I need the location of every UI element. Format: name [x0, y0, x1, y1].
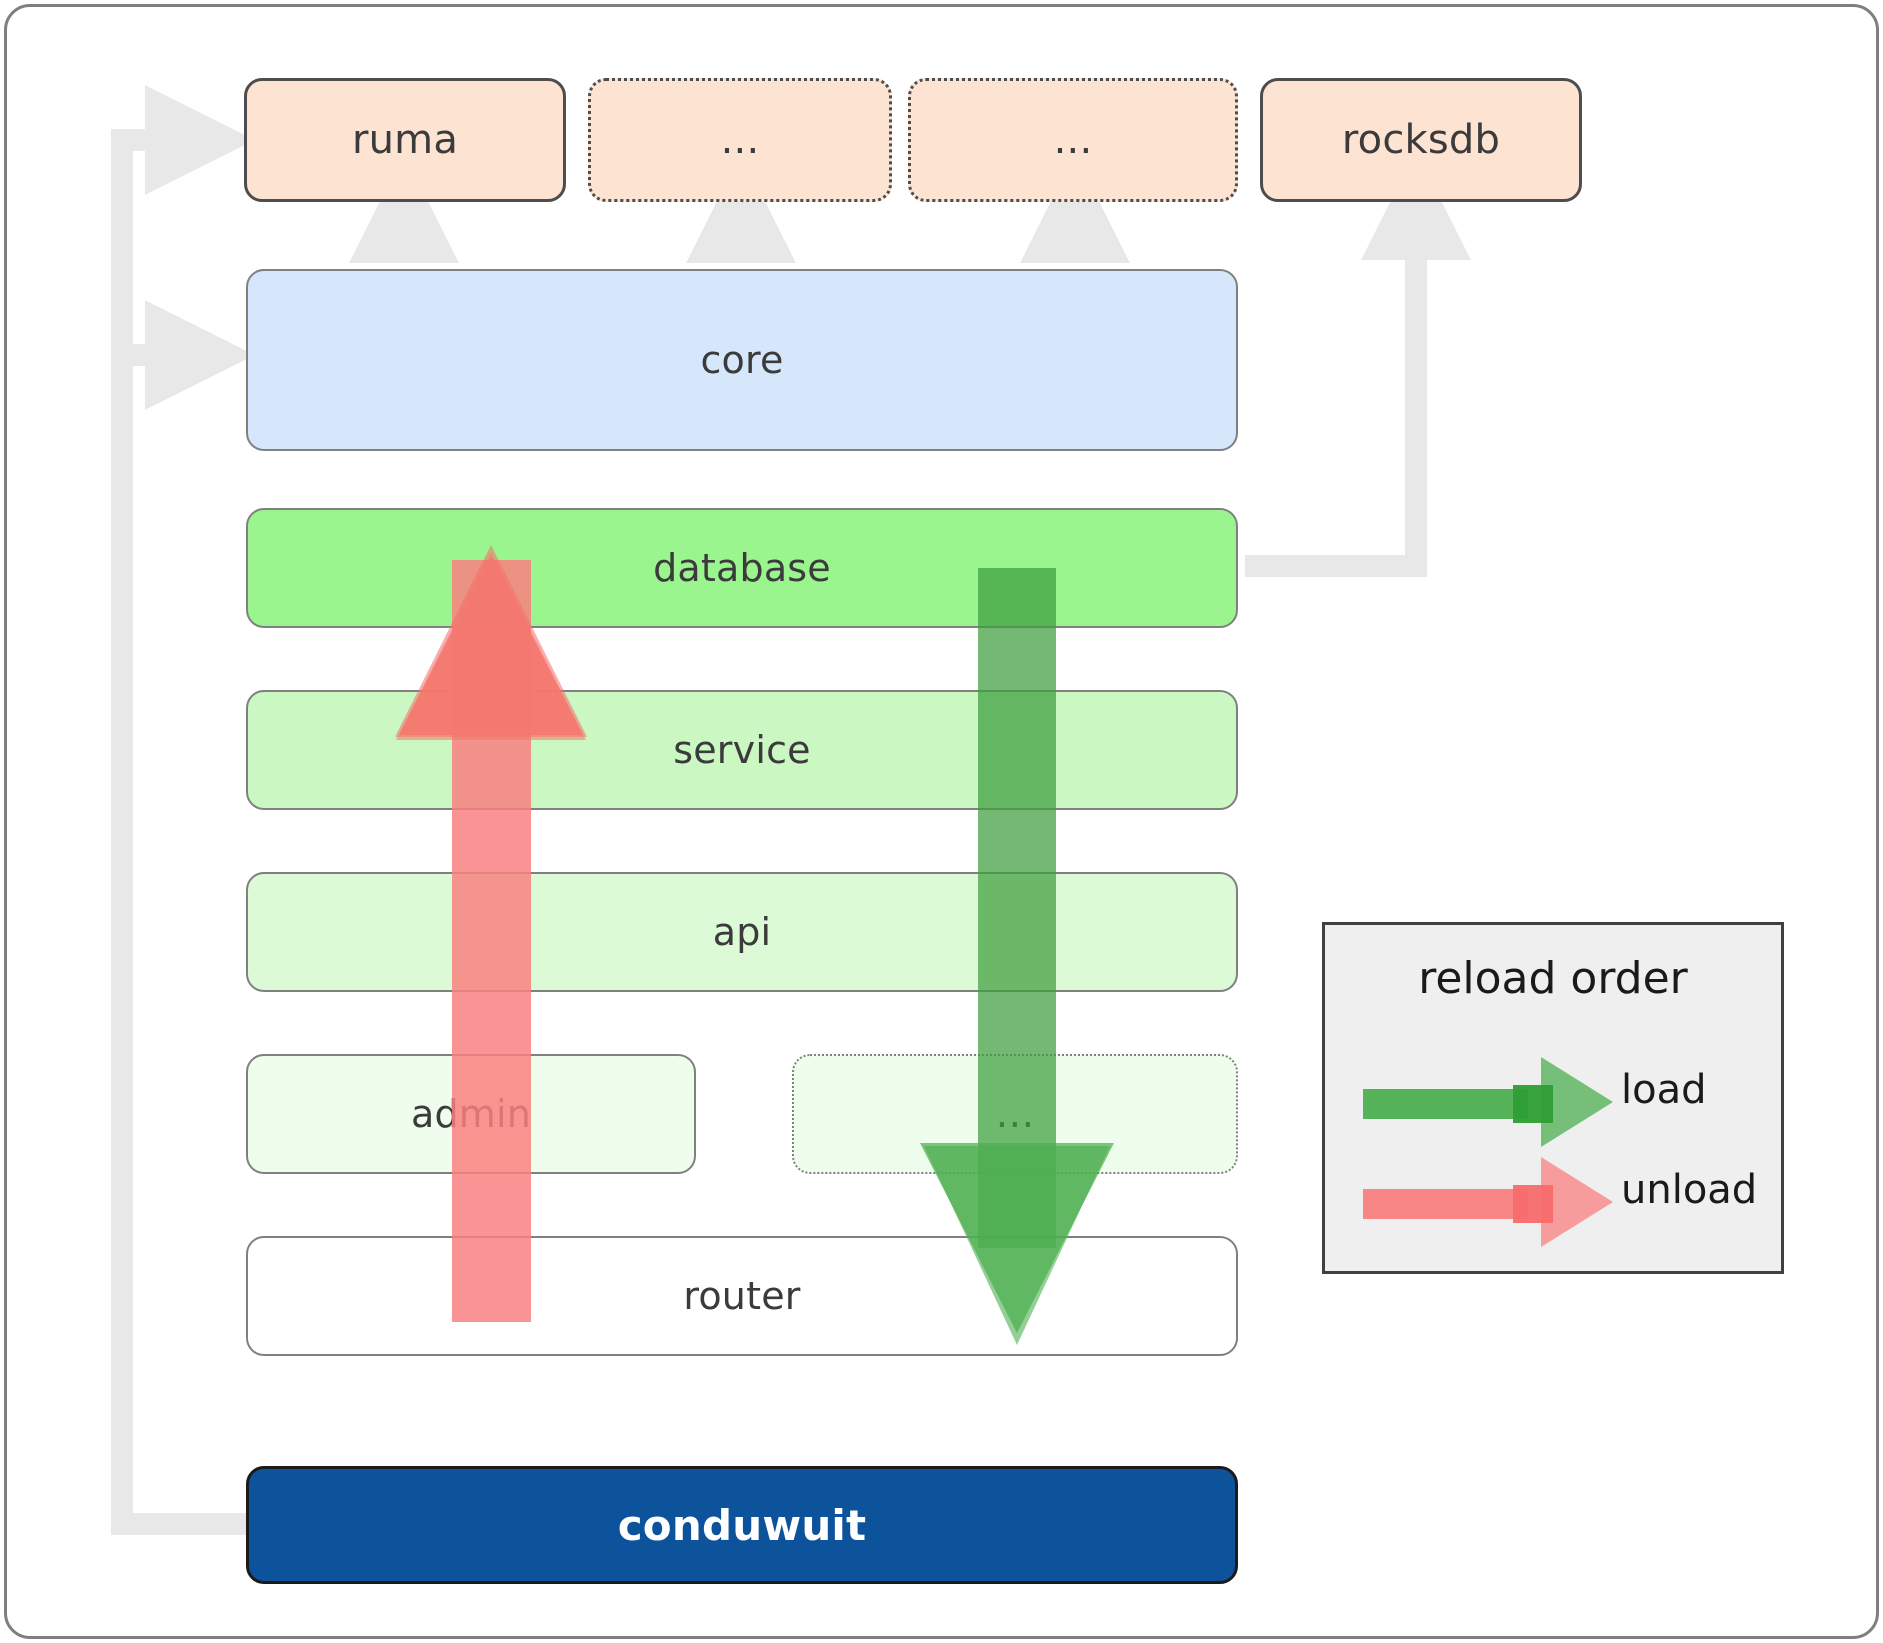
legend-title: reload order: [1418, 953, 1688, 1004]
legend-reload-order: reload order load unload: [1322, 922, 1784, 1274]
dependency-box-ellipsis-1[interactable]: ...: [588, 78, 892, 202]
legend-row-load: load: [1325, 1055, 1781, 1147]
load-arrow-icon: [1363, 1057, 1613, 1147]
core-label: core: [700, 338, 784, 382]
layer-box-api[interactable]: api: [246, 872, 1238, 992]
dependency-box-ruma[interactable]: ruma: [244, 78, 566, 202]
diagram-frame: [4, 4, 1879, 1639]
core-box[interactable]: core: [246, 269, 1238, 451]
unload-arrow-icon: [1363, 1157, 1613, 1247]
layer-label-admin: admin: [410, 1092, 532, 1136]
layer-label-service: service: [673, 728, 811, 772]
legend-label-load: load: [1621, 1067, 1707, 1113]
layer-label-database: database: [653, 546, 831, 590]
dependency-box-ellipsis-2[interactable]: ...: [908, 78, 1238, 202]
layer-box-ellipsis[interactable]: ...: [792, 1054, 1238, 1174]
layer-box-router[interactable]: router: [246, 1236, 1238, 1356]
layer-box-service[interactable]: service: [246, 690, 1238, 810]
dependency-label-ellipsis-1: ...: [720, 117, 760, 163]
layer-label-api: api: [712, 910, 772, 954]
legend-label-unload: unload: [1621, 1167, 1758, 1213]
layer-box-admin[interactable]: admin: [246, 1054, 696, 1174]
layer-label-ellipsis: ...: [995, 1091, 1035, 1137]
layer-label-router: router: [683, 1274, 801, 1318]
dependency-box-rocksdb[interactable]: rocksdb: [1260, 78, 1582, 202]
root-box-conduwuit[interactable]: conduwuit: [246, 1466, 1238, 1584]
dependency-label-ruma: ruma: [351, 117, 459, 163]
layer-box-database[interactable]: database: [246, 508, 1238, 628]
root-label-conduwuit: conduwuit: [617, 1500, 867, 1550]
dependency-label-rocksdb: rocksdb: [1341, 117, 1501, 163]
legend-row-unload: unload: [1325, 1155, 1781, 1247]
dependency-label-ellipsis-2: ...: [1053, 117, 1093, 163]
